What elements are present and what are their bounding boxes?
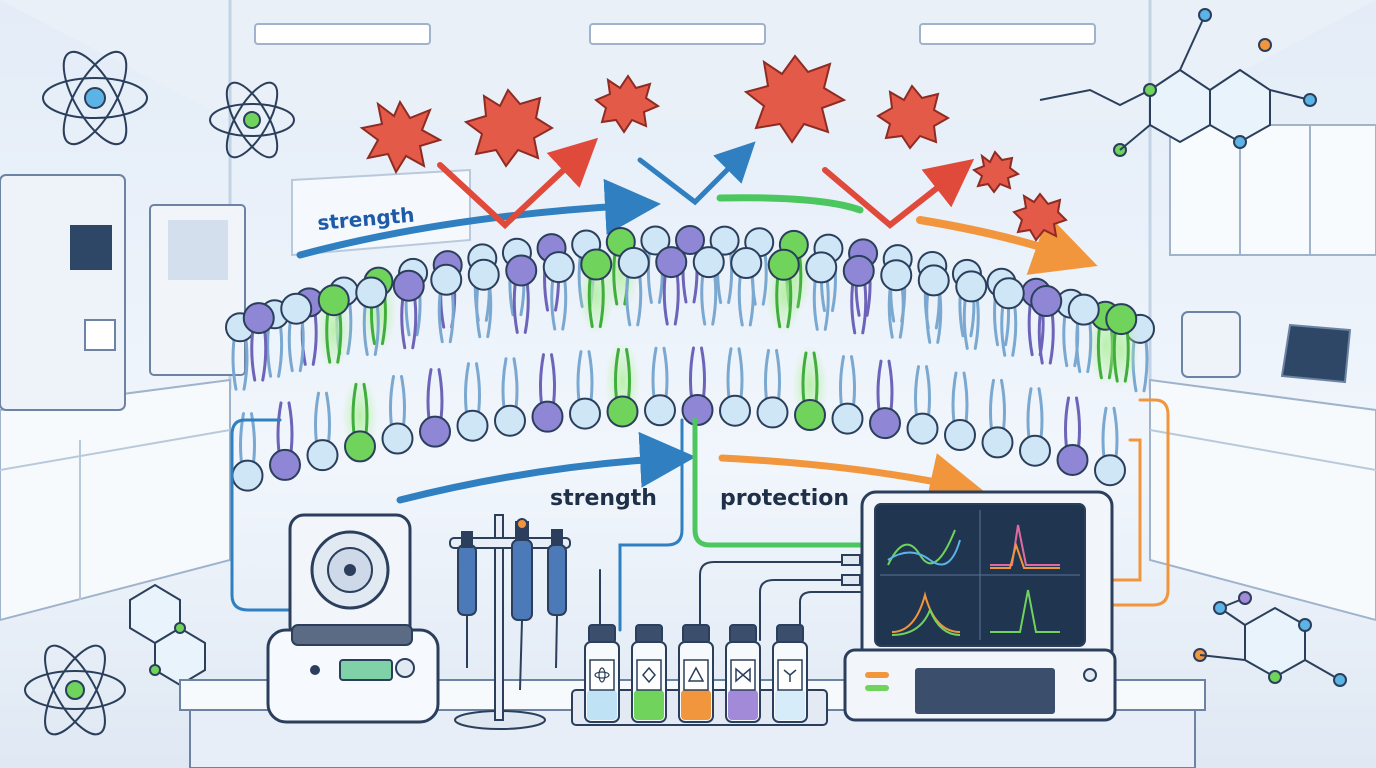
pipette-stand [449,514,571,730]
lipid-head [580,248,613,281]
lipid-head [306,439,339,472]
coffee-machine-icon [0,174,246,411]
lipid-head [542,251,575,284]
lipid-head [719,394,751,427]
lipid-head [655,246,688,279]
lipid-head [617,246,650,279]
lipid-head [981,426,1014,459]
lipid-head [917,264,950,297]
lipid-head [505,254,538,287]
laptop-icon [1181,311,1352,384]
molecule-icon [1193,591,1347,687]
lipid-head [767,248,800,281]
lipid-head [944,419,976,452]
lipid-head [692,246,725,279]
lipid-head [456,409,489,442]
pipette-icon [457,531,477,668]
vial-icon [725,624,761,723]
lipid-head [842,254,875,287]
lipid-head [231,459,264,492]
threat-particle-icon [359,99,443,175]
threat-particle-icon [876,84,951,150]
vial-icon [678,624,714,723]
threat-particle-icon [743,54,847,144]
vial-rack [571,624,828,726]
pipette-icon [511,518,533,691]
lipid-head [880,259,913,292]
lipid-head [675,225,705,256]
lipid-head [756,396,789,429]
lipid-head [1019,434,1051,467]
lipid-head [1067,293,1100,326]
lipid-head [242,302,275,335]
monitor-icon [841,490,1117,722]
lipid-head [317,284,350,317]
lipid-head [381,422,414,455]
lipid-head [1094,454,1126,487]
lipid-head [805,251,838,284]
lipid-head [430,263,463,296]
lipid-head [419,415,451,448]
threat-particle-icon [1012,192,1068,242]
lipid-head [467,258,500,291]
strength-banner: strength [291,168,471,257]
lipid-head [1056,443,1089,476]
lipid-head [269,448,301,481]
lipid-head [640,225,671,256]
pipette-icon [547,529,567,669]
lipid-head [794,399,826,432]
strength-label: strength [550,486,657,511]
threat-particles [359,54,1068,242]
lipid-head [831,402,864,435]
lipid-head [569,397,601,430]
threat-particle-icon [971,150,1021,194]
lipid-head [606,395,639,428]
lipid-head [1030,285,1063,318]
lipid-head [531,400,564,433]
lipid-head [355,276,388,309]
vial-icon [584,624,620,723]
lipid-head [494,404,526,437]
threat-particle-icon [594,74,661,134]
centrifuge-icon [266,513,440,724]
atom-icon [209,81,295,159]
lipid-head [280,292,313,325]
protection-label: protection [720,486,849,511]
threat-particle-icon [463,88,554,168]
lipid-head [644,394,676,427]
lipid-head [906,412,939,445]
vial-icon [772,624,808,723]
flow-arrows [230,398,1170,641]
lipid-head [1105,303,1138,336]
top-arrows [296,137,1098,275]
lipid-head [869,407,901,440]
molecule-icon [1039,8,1317,157]
lipid-head [992,277,1025,310]
lipid-head [344,430,376,463]
lipid-head [955,270,988,303]
lipid-head [392,269,425,302]
lipid-head [730,247,763,280]
lipid-bilayer [225,225,1155,492]
molecule-icon [129,583,206,687]
lipid-head [709,225,740,256]
vial-icon [631,624,667,723]
